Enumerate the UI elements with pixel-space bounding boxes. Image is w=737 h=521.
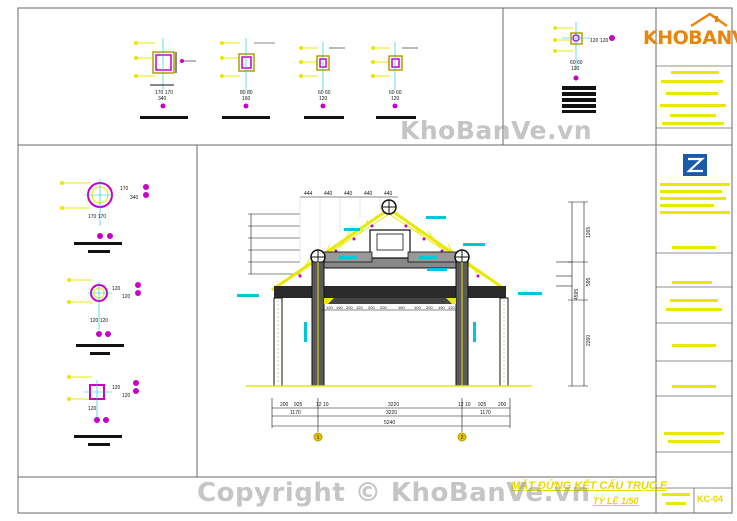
column-section-detail: 60 60 120	[371, 42, 418, 119]
svg-text:60 60: 60 60	[570, 60, 583, 66]
beam-span-label: 200	[368, 305, 375, 310]
top-dimension-label: 440	[344, 191, 353, 197]
beam-span-label: 190	[336, 305, 343, 310]
svg-text:160: 160	[242, 96, 251, 102]
svg-text:340: 340	[130, 195, 139, 201]
left-level-ladder	[248, 213, 300, 275]
drawing-title: MẶT ĐỨNG KẾT CẤU TRỤC E	[511, 480, 668, 492]
svg-text:60 60: 60 60	[389, 90, 402, 96]
svg-text:120 120: 120 120	[90, 318, 108, 324]
svg-text:120: 120	[112, 385, 121, 391]
right-dimension-label: 595	[586, 277, 592, 286]
bottom-dimension-label: 3220	[386, 410, 397, 416]
svg-text:120: 120	[571, 66, 580, 72]
svg-text:120: 120	[112, 286, 121, 292]
beam-span-label: 200	[426, 305, 433, 310]
beam-span-label: 200	[346, 305, 353, 310]
bottom-dimension-label: 12 10	[458, 402, 471, 408]
right-total-dimension-label: 4595	[574, 289, 580, 300]
bottom-dimensions	[271, 398, 511, 432]
svg-text:60 60: 60 60	[318, 90, 331, 96]
rebar-tags	[237, 216, 542, 342]
svg-text:340: 340	[158, 96, 167, 102]
sheet-frame	[17, 7, 733, 514]
beam-span-label: 120	[448, 305, 455, 310]
top-dimension-line: 444 440 440 440 440	[299, 191, 398, 262]
column-section-detail: 120 120 120	[67, 375, 139, 446]
bottom-dimension-label: 3220	[388, 402, 399, 408]
top-dimension-label: 440	[364, 191, 373, 197]
column-section-detail: 170 340 170 170	[60, 179, 149, 253]
svg-text:120: 120	[122, 393, 131, 399]
svg-text:80 80: 80 80	[240, 90, 253, 96]
bottom-dimension-label: 200	[498, 402, 507, 408]
beam-span-label: 160	[398, 305, 405, 310]
concrete-frame-main	[274, 261, 506, 387]
house-roof-icon	[690, 12, 728, 28]
bottom-dimension-label: 925	[294, 402, 303, 408]
total-dimension-label: 5240	[384, 420, 395, 426]
column-section-detail: 60 60 120	[299, 42, 345, 119]
logo-text: KHOBANVE	[643, 27, 737, 49]
right-dimension-column	[556, 201, 588, 387]
column-section-detail: 170 170 340	[134, 38, 196, 119]
bottom-dimension-label: 1170	[290, 410, 301, 416]
company-emblem-icon	[683, 154, 707, 176]
beam-span-label: 120	[326, 305, 333, 310]
beam-span-label: 200	[380, 305, 387, 310]
grid-axis-2: 2	[457, 432, 467, 442]
svg-text:120: 120	[590, 38, 599, 44]
drawing-scale: TỶ LỆ 1/50	[593, 496, 639, 506]
bottom-dimension-label: 1170	[480, 410, 491, 416]
top-dimension-label: 444	[304, 191, 313, 197]
watermark-bottom: Copyright © KhoBanVe.vn	[197, 478, 591, 508]
sheet-code: KC-04	[697, 494, 724, 504]
beam-span-label: 190	[438, 305, 445, 310]
side-walls	[273, 297, 509, 387]
svg-text:120: 120	[391, 96, 400, 102]
bottom-dimension-label: 200	[280, 402, 289, 408]
svg-text:170 170: 170 170	[88, 214, 106, 220]
structural-elevation: 444 440 440 440 440	[237, 191, 592, 442]
logo: KHOBANVE	[643, 12, 737, 62]
right-dimension-label: 2260	[586, 335, 592, 346]
svg-text:170 170: 170 170	[155, 90, 173, 96]
column-details-left: 170 340 170 170 120 120 120 120	[60, 179, 149, 446]
beam-span-label: 120	[356, 305, 363, 310]
svg-text:120: 120	[600, 38, 609, 44]
column-section-detail: 80 80 160	[220, 38, 275, 119]
grid-axis-label: 2	[461, 435, 464, 441]
bottom-dimension-label: 12 10	[316, 402, 329, 408]
svg-text:120: 120	[319, 96, 328, 102]
svg-text:120: 120	[88, 406, 97, 412]
right-dimension-label: 1265	[586, 227, 592, 238]
column-section-detail: 120 120 60 60 120	[553, 22, 615, 113]
bottom-dimension-label: 925	[478, 402, 487, 408]
column-details-top: 170 170 340 80 80 160	[134, 22, 615, 119]
svg-text:120: 120	[122, 294, 131, 300]
watermark-center: KhoBanVe.vn	[400, 116, 593, 145]
concrete-frame-upper	[315, 229, 465, 269]
title-block	[656, 65, 732, 513]
column-section-detail: 120 120 120 120	[67, 278, 141, 355]
top-dimension-label: 440	[324, 191, 333, 197]
top-dimension-label: 440	[384, 191, 393, 197]
beam-span-label: 100	[414, 305, 421, 310]
svg-text:170: 170	[120, 186, 129, 192]
grid-axis-label: 1	[317, 435, 320, 441]
grid-axis-1: 1	[313, 432, 323, 442]
